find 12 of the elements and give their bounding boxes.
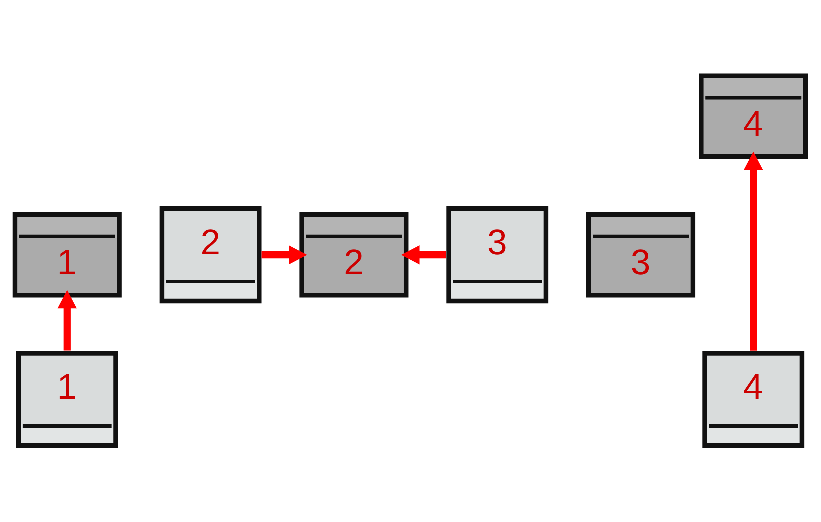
arrow <box>744 152 764 351</box>
arrow <box>401 245 446 265</box>
node-box: 3 <box>446 206 549 304</box>
node-box: 4 <box>699 74 808 160</box>
arrow <box>58 290 77 351</box>
node-box: 2 <box>160 206 262 304</box>
node-box: 4 <box>702 351 805 448</box>
node-box: 1 <box>16 351 118 448</box>
arrow <box>262 245 308 265</box>
node-box: 2 <box>300 212 409 298</box>
node-box: 1 <box>12 212 122 298</box>
node-box: 3 <box>586 212 696 298</box>
